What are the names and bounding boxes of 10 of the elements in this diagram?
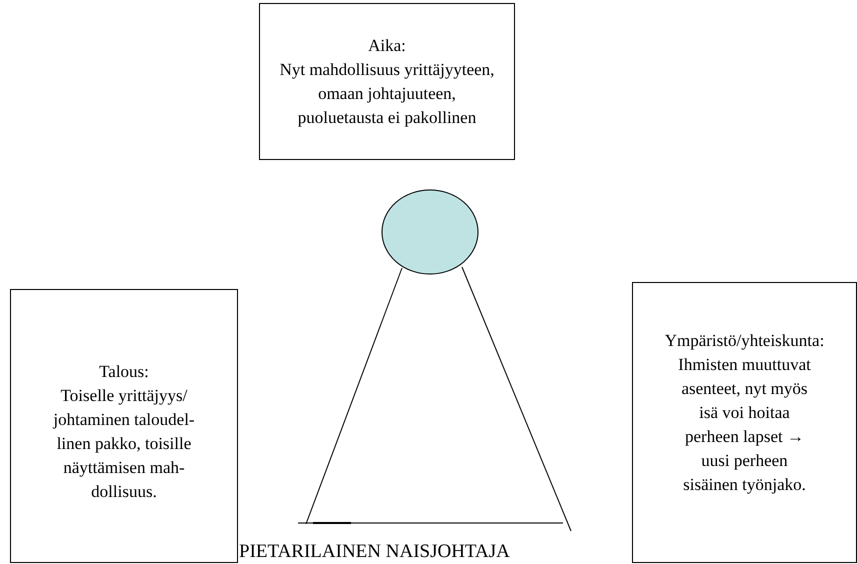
text-box (632, 282, 857, 563)
box-text: Ihmisten muuttuvat asenteet, nyt myös isä voi hoitaa perheen lapset → uusi perheen sisäinen työnjako. (677, 354, 812, 496)
box-heading: Talous: (99, 361, 149, 383)
box-text: Nyt mahdollisuus yrittäjyyteen, omaan johtajuuteen, puoluetausta ei pakollinen (279, 59, 495, 129)
box-text: Toiselle yrittäjyys/ johtaminen taloudel-linen pakko, toisille näyttämisen mah-dollisuus. (52, 385, 196, 503)
text-box (259, 3, 515, 160)
box-heading: Aika: (368, 35, 406, 57)
figure-caption: PIETARILAINEN NAISJOHTAJA (239, 540, 510, 564)
text-box (10, 289, 238, 563)
box-heading: Ympäristö/yhteiskunta: (664, 330, 824, 352)
